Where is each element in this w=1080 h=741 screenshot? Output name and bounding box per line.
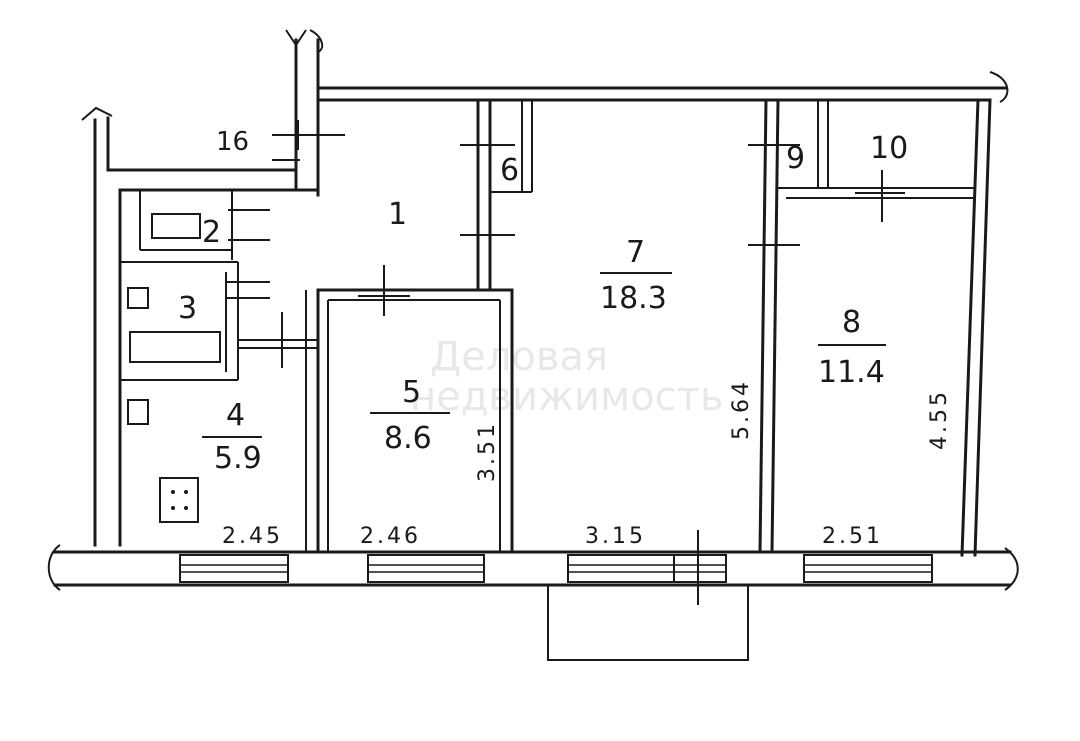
room-9-number: 9 <box>786 141 805 176</box>
dimension-labels: 2.45 2.46 3.15 2.51 3.51 5.64 4.55 <box>222 379 952 549</box>
room-6-number: 6 <box>500 153 519 188</box>
room-3-number: 3 <box>178 291 197 326</box>
dim-depth-room5: 3.51 <box>475 421 500 482</box>
window-room4 <box>179 554 289 583</box>
room-1-number: 1 <box>388 197 407 232</box>
room-7-number: 7 <box>626 235 645 270</box>
room-10-number: 10 <box>870 131 908 166</box>
room-8-area: 11.4 <box>818 355 885 390</box>
watermark-line2: недвижимость <box>410 374 724 420</box>
dim-width-room5: 2.46 <box>360 524 421 549</box>
dim-depth-room8: 4.55 <box>927 389 952 450</box>
door-marks <box>225 120 905 368</box>
dim-width-room8: 2.51 <box>822 524 883 549</box>
room-4-number: 4 <box>226 398 245 433</box>
room-5-area: 8.6 <box>384 421 432 456</box>
room-2-number: 2 <box>202 215 221 250</box>
windows <box>179 530 933 605</box>
window-room8 <box>803 554 933 583</box>
watermark-line1: Деловая <box>430 334 608 380</box>
window-room5 <box>367 554 485 583</box>
dim-width-room4: 2.45 <box>222 524 283 549</box>
sink-icon <box>127 287 149 309</box>
room-8-number: 8 <box>842 305 861 340</box>
dim-depth-room7: 5.64 <box>729 379 754 440</box>
room-7-area: 18.3 <box>600 281 667 316</box>
window-room7 <box>567 554 675 583</box>
exterior-walls <box>47 29 1019 661</box>
fixtures <box>127 213 221 523</box>
kitchen-sink-icon <box>127 399 149 425</box>
room-5-number: 5 <box>402 375 421 410</box>
bathtub-icon <box>129 331 221 363</box>
stove-icon <box>159 477 199 523</box>
toilet-icon <box>151 213 201 239</box>
balcony-door <box>673 554 727 583</box>
stair-label: 16 <box>216 127 249 157</box>
room-4-area: 5.9 <box>214 441 262 476</box>
interior-walls <box>120 98 975 554</box>
room-labels: 16 1 2 3 4 5.9 5 8.6 6 7 18.3 8 11.4 9 1… <box>178 127 908 476</box>
dim-width-room7: 3.15 <box>585 524 646 549</box>
